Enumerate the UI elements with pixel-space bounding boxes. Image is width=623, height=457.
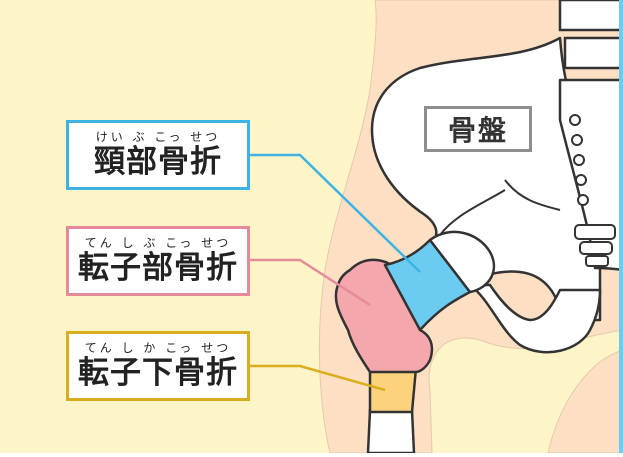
label-pelvis-text: 骨盤 — [447, 114, 508, 147]
spine-vertebra — [563, 36, 623, 70]
pelvis-inner-line-2 — [439, 189, 506, 236]
leader-line-femoral-neck — [250, 153, 421, 273]
leader-line-subtrochanteric — [250, 364, 386, 392]
label-femoral-neck-fracture: けい ぶ こっ せつ 頸部骨折 — [66, 120, 250, 190]
pelvis-inner-line — [504, 179, 561, 211]
subtrochanteric-region — [368, 366, 418, 414]
coccyx — [574, 224, 616, 240]
coccyx — [579, 241, 613, 255]
label-trochanteric-text: 転子部骨折 — [78, 250, 238, 286]
coccyx — [585, 255, 609, 267]
label-pelvis: 骨盤 — [424, 106, 532, 152]
right-edge-bar — [619, 0, 623, 453]
label-trochanteric-fracture: てん し ぶ こっ せつ 転子部骨折 — [66, 226, 250, 296]
femur-shaft — [366, 408, 416, 455]
sacral-foramen — [569, 114, 581, 126]
label-subtrochanteric-ruby: てん し か こっ せつ — [84, 341, 232, 355]
label-femoral-neck-text: 頸部骨折 — [94, 144, 222, 180]
label-subtrochanteric-text: 転子下骨折 — [78, 355, 238, 391]
label-femoral-neck-ruby: けい ぶ こっ せつ — [95, 130, 221, 144]
sacral-foramen — [575, 174, 587, 186]
sacral-foramen — [571, 134, 583, 146]
femoral-head — [428, 230, 496, 294]
pelvis-lower — [468, 283, 602, 354]
label-trochanteric-ruby: てん し ぶ こっ せつ — [84, 236, 232, 250]
leader-line-trochanteric — [250, 258, 371, 307]
sacral-foramen — [577, 194, 589, 206]
spine-vertebra — [558, 0, 623, 32]
label-subtrochanteric-fracture: てん し か こっ せつ 転子下骨折 — [66, 331, 250, 401]
sacral-foramen — [573, 154, 585, 166]
